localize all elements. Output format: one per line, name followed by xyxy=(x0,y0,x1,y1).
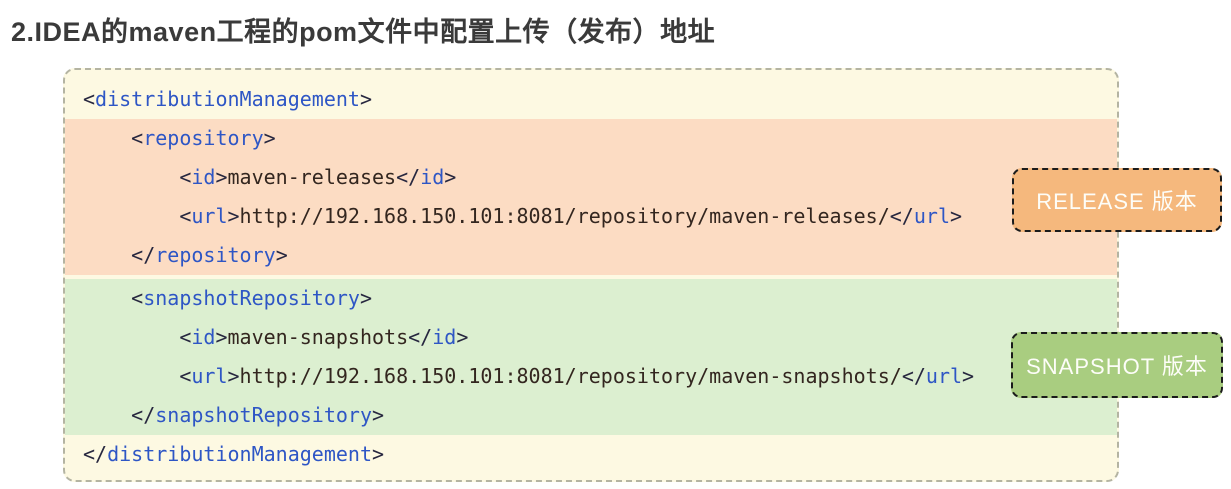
code-line: </distributionManagement> xyxy=(65,435,1117,474)
tag-bracket: < xyxy=(131,286,144,310)
tag-bracket: > xyxy=(444,165,457,189)
tag-bracket: < xyxy=(131,126,144,150)
tag-name: distributionManagement xyxy=(95,87,360,111)
tag-bracket: </ xyxy=(408,325,433,349)
tag-bracket: > xyxy=(372,403,385,427)
tag-bracket: < xyxy=(179,165,192,189)
tag-name: snapshotRepository xyxy=(155,403,373,427)
tag-bracket: < xyxy=(179,204,192,228)
tag-bracket: </ xyxy=(131,403,156,427)
tag-name: url xyxy=(925,364,963,388)
code-line: </repository> xyxy=(65,236,1117,275)
code-line: <snapshotRepository> xyxy=(65,279,1117,318)
tag-bracket: < xyxy=(179,364,192,388)
code-line: <repository> xyxy=(65,119,1117,158)
code-section-plain: <distributionManagement> xyxy=(65,80,1117,119)
tag-bracket: > xyxy=(456,325,469,349)
tag-name: id xyxy=(432,325,457,349)
tag-name: id xyxy=(191,165,216,189)
tag-bracket: > xyxy=(962,364,975,388)
code-line: <id>maven-releases</id> xyxy=(179,165,457,189)
tag-bracket: </ xyxy=(901,364,926,388)
tag-bracket: </ xyxy=(396,165,421,189)
code-line: <id>maven-snapshots</id> xyxy=(179,325,469,349)
snapshot-version-badge: SNAPSHOT 版本 xyxy=(1011,332,1223,398)
tag-bracket: > xyxy=(372,442,385,466)
tag-name: url xyxy=(191,364,228,388)
code-section-snapshot: <snapshotRepository> <id>maven-snapshots… xyxy=(65,279,1117,435)
code-line: <url>http://192.168.150.101:8081/reposit… xyxy=(179,364,975,388)
tag-name: url xyxy=(191,204,228,228)
tag-bracket: > xyxy=(215,325,228,349)
tag-name: distributionManagement xyxy=(107,442,372,466)
code-line: <url>http://192.168.150.101:8081/reposit… xyxy=(179,204,963,228)
tag-bracket: > xyxy=(359,87,372,111)
tag-name: repository xyxy=(143,126,264,150)
tag-bracket: > xyxy=(275,243,288,267)
tag-bracket: > xyxy=(263,126,276,150)
pom-xml-code-block: <distributionManagement> <repository> <i… xyxy=(63,68,1119,482)
tag-bracket: > xyxy=(949,204,963,228)
code-line: </snapshotRepository> xyxy=(65,396,1117,435)
page-title: 2.IDEA的maven工程的pom文件中配置上传（发布）地址 xyxy=(11,17,716,47)
tag-name: id xyxy=(191,325,216,349)
code-line: <distributionManagement> xyxy=(65,80,1117,119)
tag-bracket: > xyxy=(215,165,228,189)
tag-bracket: < xyxy=(83,87,96,111)
tag-bracket: </ xyxy=(131,243,156,267)
code-section-release: <repository> <id>maven-releases</id> <ur… xyxy=(65,119,1117,275)
tag-name: id xyxy=(420,165,445,189)
tag-name: url xyxy=(913,204,950,228)
release-version-badge: RELEASE 版本 xyxy=(1012,168,1222,232)
tag-bracket: < xyxy=(179,325,192,349)
tag-bracket: </ xyxy=(889,204,914,228)
tag-bracket: > xyxy=(227,364,240,388)
code-section-plain: </distributionManagement> xyxy=(65,435,1117,474)
tag-name: repository xyxy=(155,243,276,267)
tag-bracket: </ xyxy=(83,442,108,466)
tag-name: snapshotRepository xyxy=(143,286,360,310)
tag-bracket: > xyxy=(359,286,373,310)
tag-bracket: > xyxy=(227,204,240,228)
